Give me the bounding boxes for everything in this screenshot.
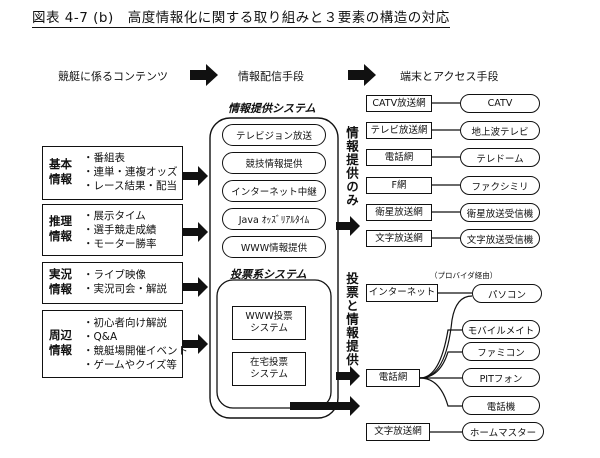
network-box: F網 xyxy=(366,177,432,194)
category-label: 基本 xyxy=(49,157,72,171)
category-label: 情報 xyxy=(49,282,72,296)
network-box: 文字放送網 xyxy=(366,230,432,247)
category-item: ・ゲームやクイズ等 xyxy=(83,359,177,371)
vote-system-item: WWW投票 システム xyxy=(232,306,306,340)
terminal-box: 衛星放送受信機 xyxy=(460,203,540,222)
terminal-box: テレドーム xyxy=(460,148,540,167)
network-box: テレビ放送網 xyxy=(366,122,432,139)
internet-box: インターネット xyxy=(366,284,438,302)
network-box: 衛星放送網 xyxy=(366,204,432,221)
arrow-peripheral xyxy=(183,334,208,354)
phone-terminal: 電話機 xyxy=(462,396,540,415)
vote-frame xyxy=(216,279,332,409)
category-basic: 基本情報 ・番組表 ・連単・連複オッズ ・レース結果・配当 xyxy=(42,146,183,200)
label-vote-and-info: 投票と情報提供 xyxy=(344,272,359,367)
category-item: ・番組表 xyxy=(83,152,125,164)
pc-box: パソコン xyxy=(472,284,542,303)
category-item: ・レース結果・配当 xyxy=(83,180,177,192)
vote-system-item: 在宅投票 システム xyxy=(232,352,306,386)
phone-terminal: モバイルメイト xyxy=(462,320,540,339)
phone-terminal: PITフォン xyxy=(462,368,540,387)
category-live: 実況情報 ・ライブ映像 ・実況司会・解説 xyxy=(42,262,183,304)
header-distribution: 情報配信手段 xyxy=(238,70,304,83)
label-info-only: 情報提供のみ xyxy=(344,126,359,207)
header-arrow-2 xyxy=(348,64,376,86)
terminal-box: CATV xyxy=(460,94,540,113)
network-box: CATV放送網 xyxy=(366,95,432,112)
arrow-basic xyxy=(183,166,208,186)
terminal-box: ファクシミリ xyxy=(460,176,540,195)
category-label: 周辺 xyxy=(49,328,72,342)
category-item: ・展示タイム xyxy=(83,210,146,222)
category-label: 情報 xyxy=(49,229,72,243)
category-label: 情報 xyxy=(49,172,72,186)
provider-note: （プロバイダ経由） xyxy=(430,271,498,280)
home-master-box: ホームマスター xyxy=(462,422,544,441)
category-item: ・初心者向け解説 xyxy=(83,317,167,329)
vote-system-title: 投票系システム xyxy=(230,268,307,281)
category-label: 実況 xyxy=(49,267,72,281)
category-item: ・競艇場開催イベント xyxy=(83,345,188,357)
category-item: ・Q&A xyxy=(83,331,118,343)
terminal-box: 地上波テレビ xyxy=(460,121,540,140)
arrow-live xyxy=(183,277,208,297)
category-inference: 推理情報 ・展示タイム ・選手競走成績 ・モーター勝率 xyxy=(42,204,183,256)
info-system-item: インターネット中継 xyxy=(222,180,326,202)
category-item: ・実況司会・解説 xyxy=(83,283,167,295)
text-net-box: 文字放送網 xyxy=(366,423,430,441)
category-item: ・選手競走成績 xyxy=(83,224,157,236)
arrow-inference xyxy=(183,222,208,242)
category-item: ・ライブ映像 xyxy=(83,269,146,281)
info-system-item: Java ｵｯｽﾞﾘｱﾙﾀｲﾑ xyxy=(222,208,326,230)
phone-net-box: 電話網 xyxy=(366,369,420,387)
category-label: 推理 xyxy=(49,214,72,228)
category-label: 情報 xyxy=(49,343,72,357)
figure-title: 図表 4-7 (b) 高度情報化に関する取り組みと３要素の構造の対応 xyxy=(32,6,450,28)
network-box: 電話網 xyxy=(366,149,432,166)
terminal-box: 文字放送受信機 xyxy=(460,229,540,248)
category-item: ・モーター勝率 xyxy=(83,238,157,250)
header-content: 競艇に係るコンテンツ xyxy=(58,70,168,83)
header-arrow-1 xyxy=(190,64,218,86)
info-system-title: 情報提供システム xyxy=(228,102,316,115)
arrow-vote-out xyxy=(336,366,360,386)
info-system-item: 競技情報提供 xyxy=(222,152,326,174)
arrow-info-out xyxy=(336,216,360,236)
header-terminal: 端末とアクセス手段 xyxy=(400,70,499,83)
phone-terminal: ファミコン xyxy=(462,342,540,361)
arrow-vote-bottom xyxy=(290,396,360,416)
info-system-item: WWW情報提供 xyxy=(222,236,326,258)
info-system-item: テレビジョン放送 xyxy=(222,124,326,146)
category-peripheral: 周辺情報 ・初心者向け解説 ・Q&A ・競艇場開催イベント ・ゲームやクイズ等 xyxy=(42,310,188,378)
category-item: ・連単・連複オッズ xyxy=(83,166,178,178)
system-frame xyxy=(209,117,339,419)
